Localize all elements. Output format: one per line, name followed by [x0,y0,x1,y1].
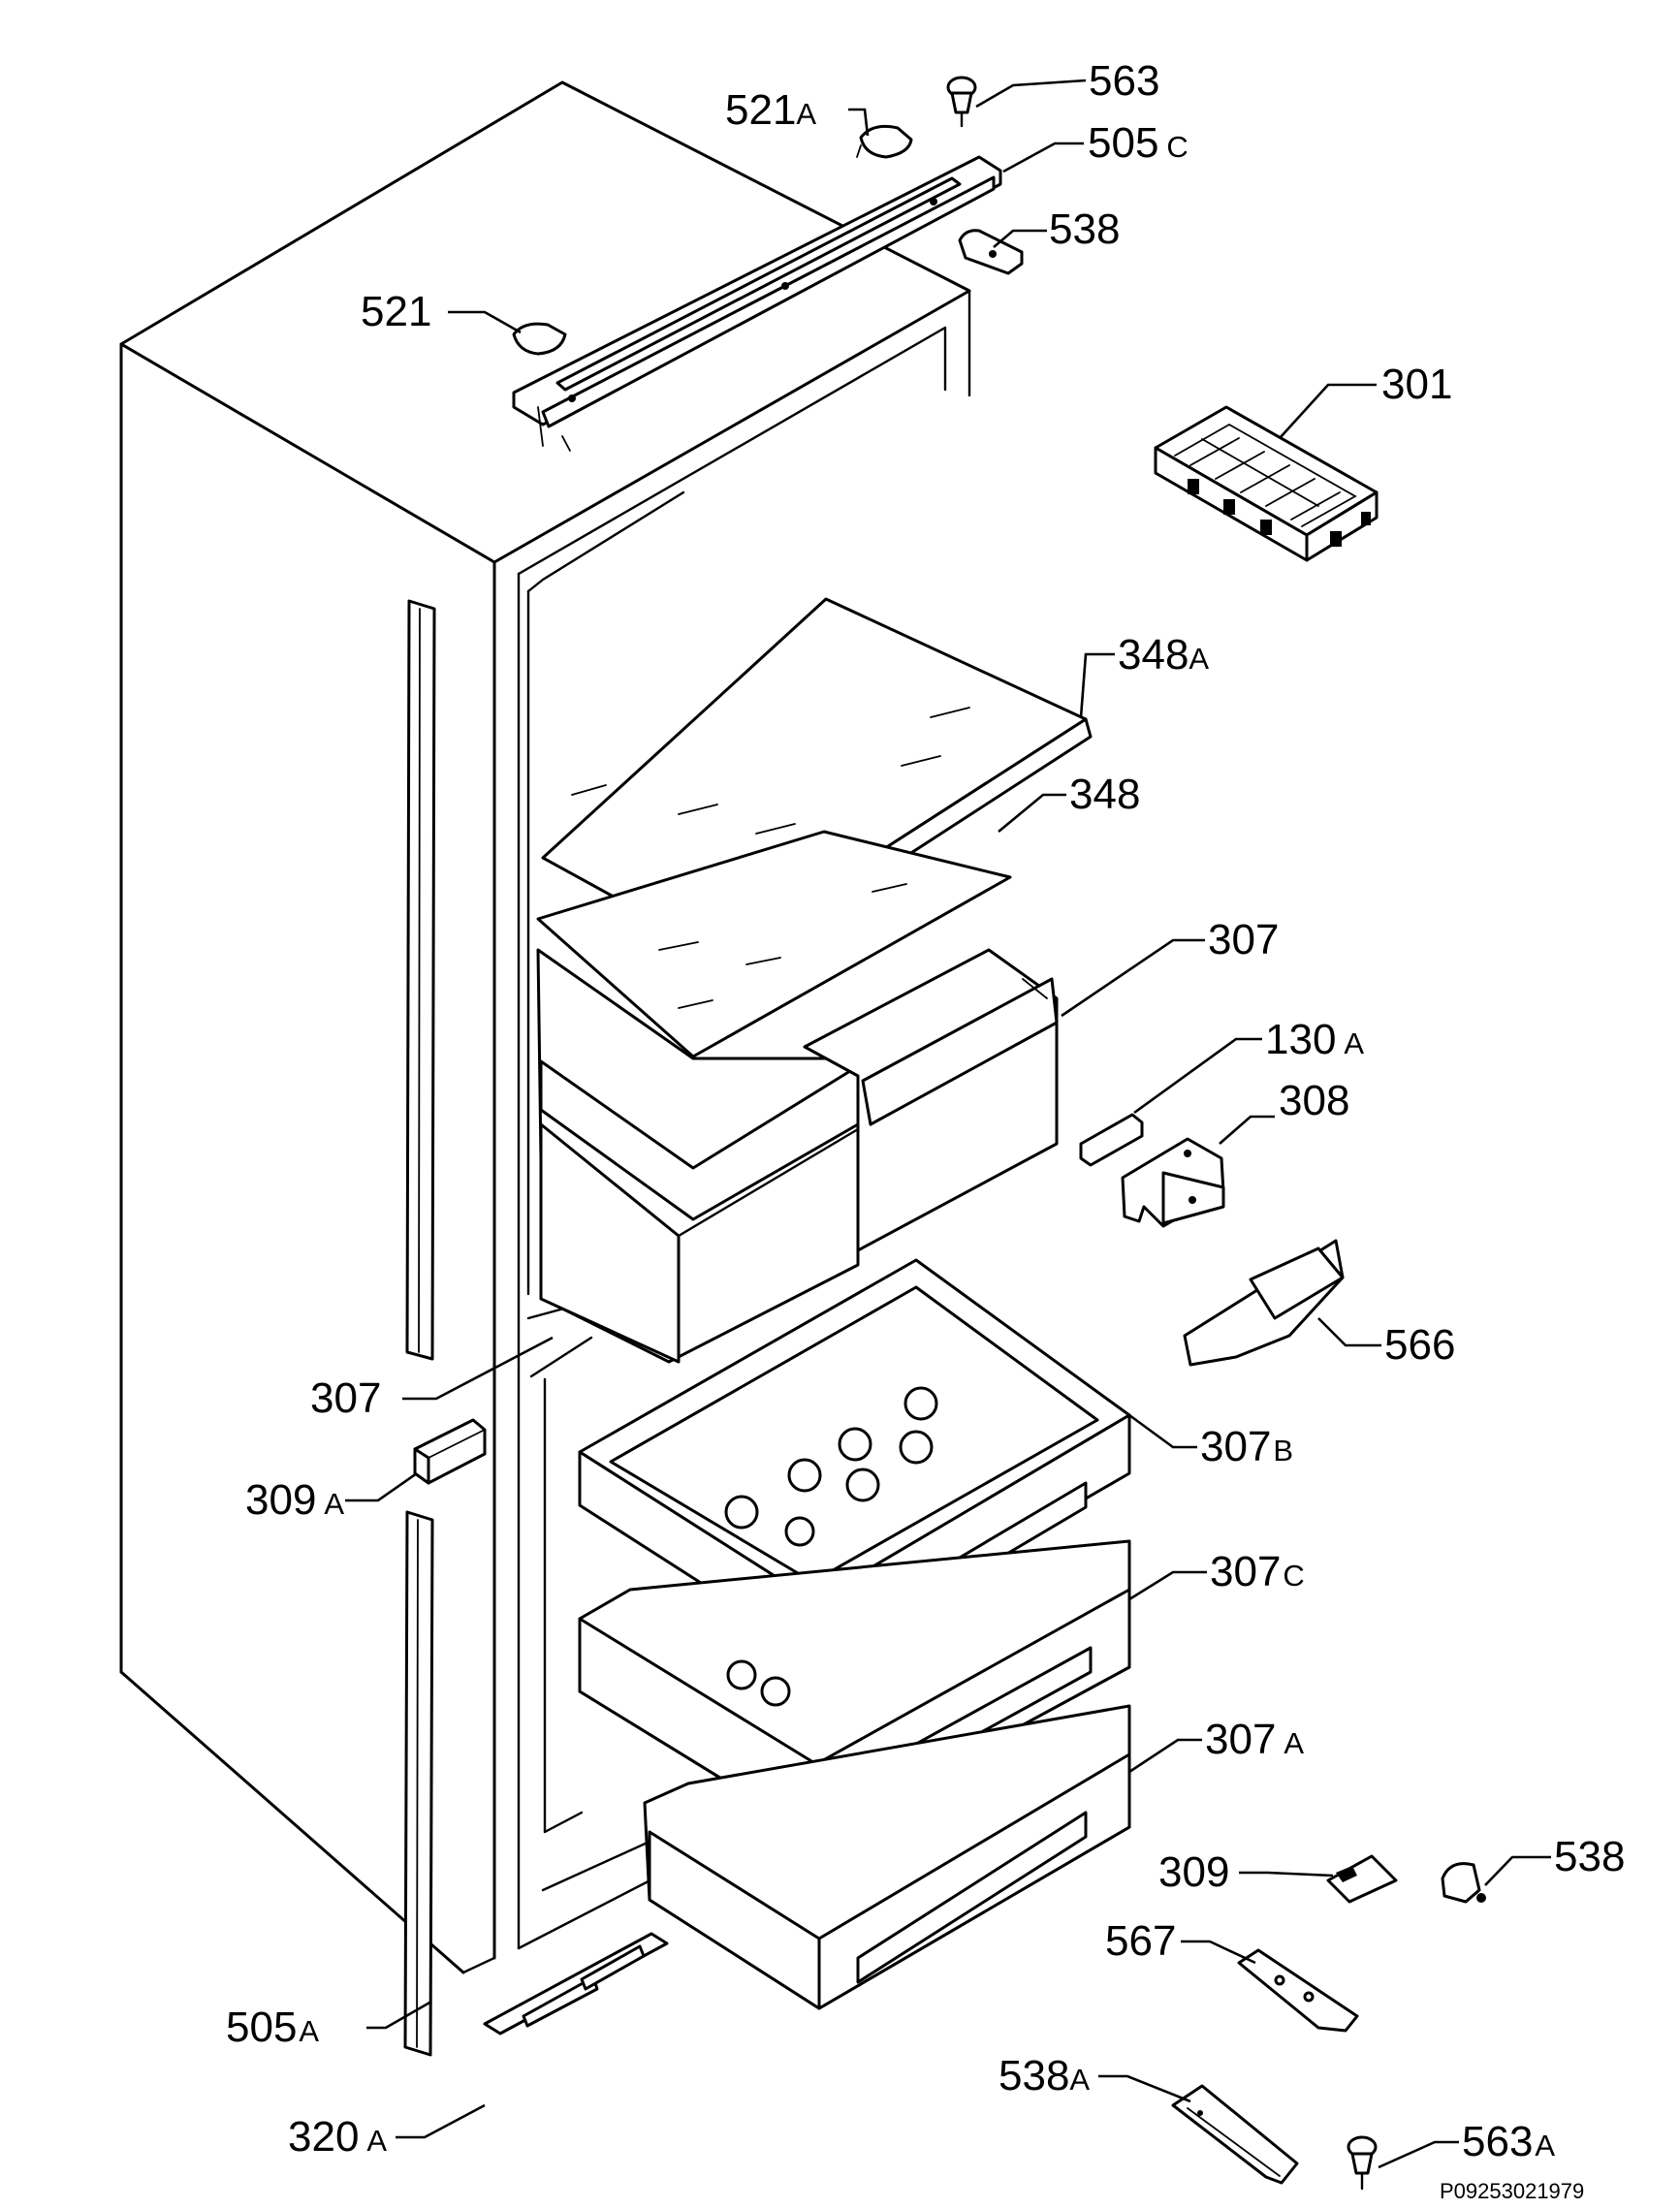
label-505a: 505A [226,2004,319,2051]
cap-521a [856,124,913,159]
cover-130a [1079,1113,1144,1167]
hinge-308 [1121,1137,1225,1228]
label-538-bottom: 538 [1554,1833,1625,1880]
plate-567 [1237,1948,1359,2033]
screw-563a [1347,2135,1378,2191]
hinge-pin-538-top [958,229,1024,275]
glass-shelf-348 [536,830,1012,1058]
label-566: 566 [1384,1321,1455,1369]
rail-320a [483,1932,669,2035]
drawing-code: P09253021979 [1440,2179,1584,2203]
label-301: 301 [1381,361,1452,408]
leader-lines [345,79,1551,2169]
label-307-left: 307 [310,1374,381,1422]
label-307b: 307B [1200,1423,1293,1470]
bracket-538a [1171,2084,1299,2185]
ice-tray-301 [1154,405,1379,562]
drawer-307a [643,1704,1131,2010]
label-307c: 307C [1210,1548,1305,1595]
hinge-pin-538-bottom [1441,1862,1486,1904]
label-567: 567 [1105,1917,1176,1965]
gasket-strip-505a [403,599,436,2057]
hinge-plate-505c [512,155,1002,452]
cabinet-body [119,80,971,1974]
label-308: 308 [1279,1077,1349,1124]
label-348a: 348A [1118,631,1209,678]
cap-521 [512,322,567,356]
label-563: 563 [1089,57,1159,105]
label-521a: 521A [725,86,816,134]
label-348: 348 [1069,771,1140,818]
bracket-566 [1183,1239,1345,1367]
drawer-307-left [536,948,860,1364]
label-538-top: 538 [1049,205,1120,253]
drawer-307-right [803,948,1059,1252]
label-309: 309 [1158,1848,1229,1896]
label-521: 521 [361,288,431,335]
cap-309 [1326,1854,1398,1904]
label-563a: 563A [1462,2118,1555,2165]
clip-309a [413,1418,487,1485]
label-538a: 538A [998,2052,1090,2099]
label-307-top: 307 [1208,916,1279,963]
screw-563 [946,76,977,128]
